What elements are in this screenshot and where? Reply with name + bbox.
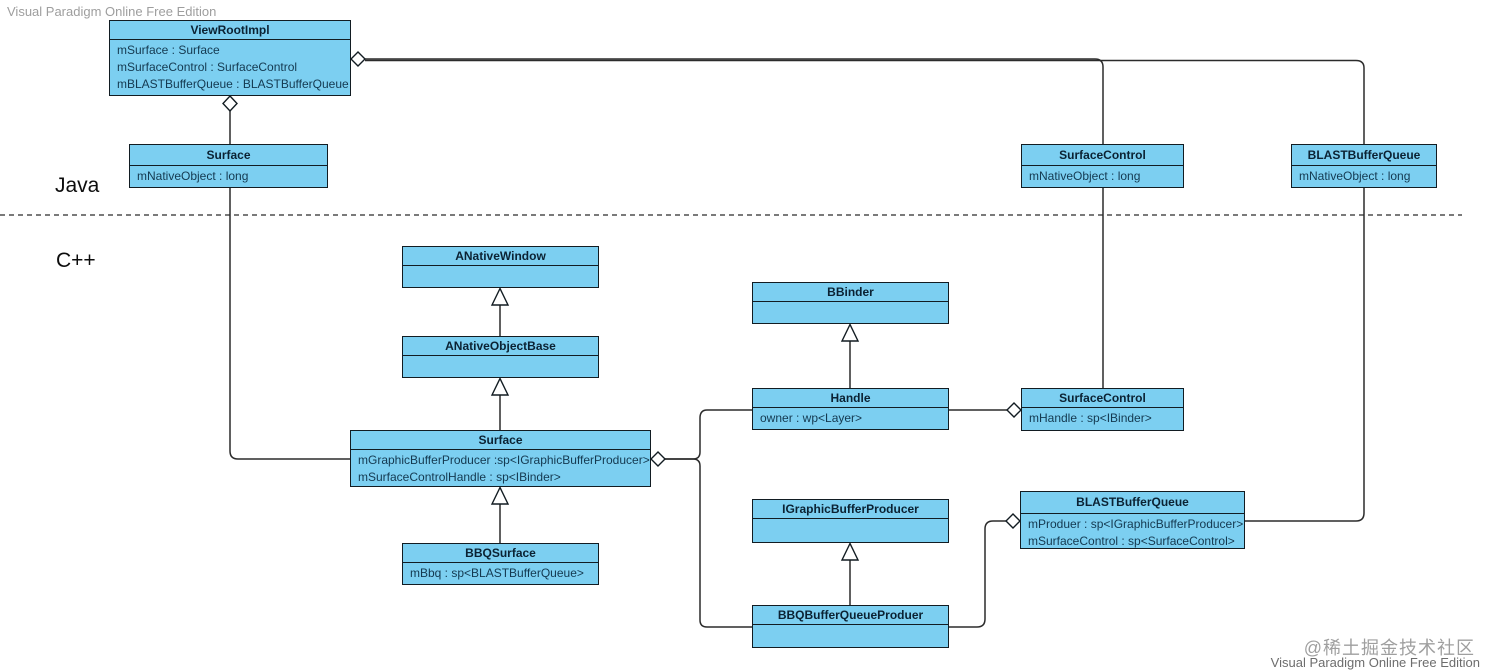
aggregation-diamond-blastbufferqueue-cpp: [1005, 513, 1021, 529]
class-attribute: owner : wp<Layer>: [760, 411, 863, 425]
class-title: ViewRootImpl: [110, 21, 350, 40]
generalization-arrow-igraphicbufferproducer: [840, 541, 860, 561]
watermark-community: @稀土掘金技术社区: [1303, 638, 1475, 658]
class-title: IGraphicBufferProducer: [753, 500, 948, 519]
class-attribute: mGraphicBufferProducer :sp<IGraphicBuffe…: [358, 453, 650, 467]
class-title: BLASTBufferQueue: [1021, 492, 1244, 514]
class-attributes: mGraphicBufferProducer :sp<IGraphicBuffe…: [351, 450, 650, 486]
class-surface-java[interactable]: Surface mNativeObject : long: [129, 144, 328, 188]
edge-viewrootimpl-blastbufferqueue-java: [365, 59, 1365, 144]
aggregation-diamond-viewrootimpl-bottom: [222, 94, 238, 113]
edge-blastbufferqueue-java-blastbufferqueue-cpp: [1245, 188, 1365, 522]
class-attributes: [403, 356, 598, 377]
class-title: BBinder: [753, 283, 948, 302]
class-title: SurfaceControl: [1022, 389, 1183, 408]
class-attribute: mNativeObject : long: [137, 169, 249, 183]
class-attributes: [753, 625, 948, 647]
class-attribute: mNativeObject : long: [1029, 169, 1141, 183]
class-attributes: [753, 519, 948, 542]
class-handle[interactable]: Handle owner : wp<Layer>: [752, 388, 949, 430]
class-attributes: mNativeObject : long: [130, 166, 327, 187]
layer-label-cpp: C++: [56, 249, 96, 272]
class-anativewindow[interactable]: ANativeWindow: [402, 246, 599, 288]
class-attributes: owner : wp<Layer>: [753, 408, 948, 429]
class-viewrootimpl[interactable]: ViewRootImpl mSurface : Surface mSurfaceC…: [109, 20, 351, 96]
class-blastbufferqueue-cpp[interactable]: BLASTBufferQueue mProduer : sp<IGraphicB…: [1020, 491, 1245, 549]
edge-viewrootimpl-surfacecontrol-java: [365, 58, 1104, 144]
aggregation-diamond-surfacecontrol-cpp: [1006, 402, 1022, 418]
class-title: Surface: [130, 145, 327, 166]
class-title: ANativeWindow: [403, 247, 598, 266]
layer-label-java: Java: [55, 174, 100, 197]
class-attribute: mProduer : sp<IGraphicBufferProducer>: [1028, 517, 1244, 531]
class-attribute: mSurfaceControlHandle : sp<IBinder>: [358, 470, 561, 484]
class-attributes: mHandle : sp<IBinder>: [1022, 408, 1183, 430]
class-blastbufferqueue-java[interactable]: BLASTBufferQueue mNativeObject : long: [1291, 144, 1437, 188]
generalization-arrow-anativeobjectbase: [490, 376, 510, 396]
class-attribute: mBLASTBufferQueue : BLASTBufferQueue: [117, 77, 349, 91]
generalization-arrow-bbinder: [840, 322, 860, 342]
class-title: BBQBufferQueueProduer: [753, 606, 948, 625]
class-attribute: mNativeObject : long: [1299, 169, 1411, 183]
class-attributes: [403, 266, 598, 287]
class-bbinder[interactable]: BBinder: [752, 282, 949, 324]
class-attribute: mBbq : sp<BLASTBufferQueue>: [410, 566, 584, 580]
class-attribute: mSurfaceControl : SurfaceControl: [117, 60, 298, 74]
class-attribute: mSurfaceControl : sp<SurfaceControl>: [1028, 534, 1235, 548]
class-title: SurfaceControl: [1022, 145, 1183, 166]
class-title: BBQSurface: [403, 544, 598, 563]
class-title: BLASTBufferQueue: [1292, 145, 1436, 166]
aggregation-diamond-viewrootimpl-right: [350, 51, 366, 67]
edge-surface-cpp-handle: [665, 409, 752, 460]
class-bbqbufferqueueproduer[interactable]: BBQBufferQueueProduer: [752, 605, 949, 648]
class-attribute: mHandle : sp<IBinder>: [1029, 411, 1152, 425]
class-title: Surface: [351, 431, 650, 450]
class-title: ANativeObjectBase: [403, 337, 598, 356]
edge-surface-cpp-bbqproduer: [665, 458, 752, 628]
watermark-bottom-right: Visual Paradigm Online Free Edition: [1270, 655, 1480, 670]
class-attributes: mNativeObject : long: [1022, 166, 1183, 187]
class-anativeobjectbase[interactable]: ANativeObjectBase: [402, 336, 599, 378]
class-attributes: mBbq : sp<BLASTBufferQueue>: [403, 563, 598, 584]
class-surface-cpp[interactable]: Surface mGraphicBufferProducer :sp<IGrap…: [350, 430, 651, 487]
class-title: Handle: [753, 389, 948, 408]
class-attributes: [753, 302, 948, 323]
generalization-arrow-anativewindow: [490, 286, 510, 306]
class-surfacecontrol-java[interactable]: SurfaceControl mNativeObject : long: [1021, 144, 1184, 188]
generalization-arrow-surface-cpp: [490, 485, 510, 505]
edge-bbqproduer-blastbufferqueue-cpp: [949, 520, 1006, 628]
class-attribute: mSurface : Surface: [117, 43, 220, 57]
class-attributes: mSurface : Surface mSurfaceControl : Surf…: [110, 40, 350, 95]
edge-surface-java-surface-cpp: [229, 188, 350, 460]
class-attributes: mNativeObject : long: [1292, 166, 1436, 187]
aggregation-diamond-surface-cpp: [650, 451, 666, 467]
class-igraphicbufferproducer[interactable]: IGraphicBufferProducer: [752, 499, 949, 543]
class-attributes: mProduer : sp<IGraphicBufferProducer> mSu…: [1021, 514, 1244, 548]
watermark-top-left: Visual Paradigm Online Free Edition: [7, 4, 217, 19]
class-surfacecontrol-cpp[interactable]: SurfaceControl mHandle : sp<IBinder>: [1021, 388, 1184, 431]
class-bbqsurface[interactable]: BBQSurface mBbq : sp<BLASTBufferQueue>: [402, 543, 599, 585]
